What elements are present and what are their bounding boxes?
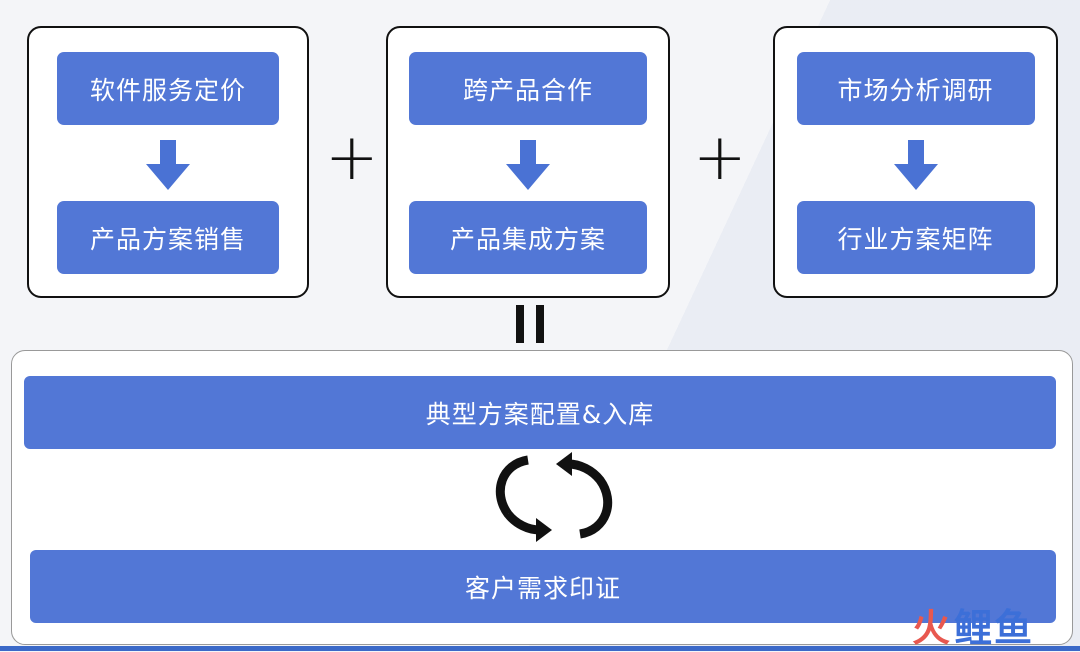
group-software-pricing: 软件服务定价 产品方案销售	[27, 26, 309, 298]
box-software-pricing: 软件服务定价	[57, 52, 279, 125]
box-cross-product: 跨产品合作	[409, 52, 647, 125]
down-arrow-icon	[146, 140, 190, 190]
box-product-sales: 产品方案销售	[57, 201, 279, 274]
box-market-research: 市场分析调研	[796, 52, 1035, 125]
plus-sign: +	[325, 121, 379, 195]
down-arrow-icon	[506, 140, 550, 190]
box-industry-matrix: 行业方案矩阵	[796, 201, 1035, 274]
cycle-arrows-icon	[495, 452, 613, 542]
group-cross-product: 跨产品合作 产品集成方案	[386, 26, 670, 298]
plus-sign: +	[693, 121, 747, 195]
down-arrow-icon	[893, 140, 938, 190]
box-integration-solution: 产品集成方案	[409, 201, 647, 274]
logo-text: 鲤鱼	[954, 605, 1035, 650]
box-typical-solution: 典型方案配置&入库	[24, 376, 1056, 449]
equals-sign	[512, 305, 548, 345]
bottom-accent-bar	[0, 646, 1080, 651]
brand-logo: 火 鲤鱼	[912, 604, 1034, 650]
group-market-research: 市场分析调研 行业方案矩阵	[773, 26, 1058, 298]
logo-mark: 火	[912, 605, 951, 650]
box-customer-validation: 客户需求印证	[30, 550, 1056, 623]
